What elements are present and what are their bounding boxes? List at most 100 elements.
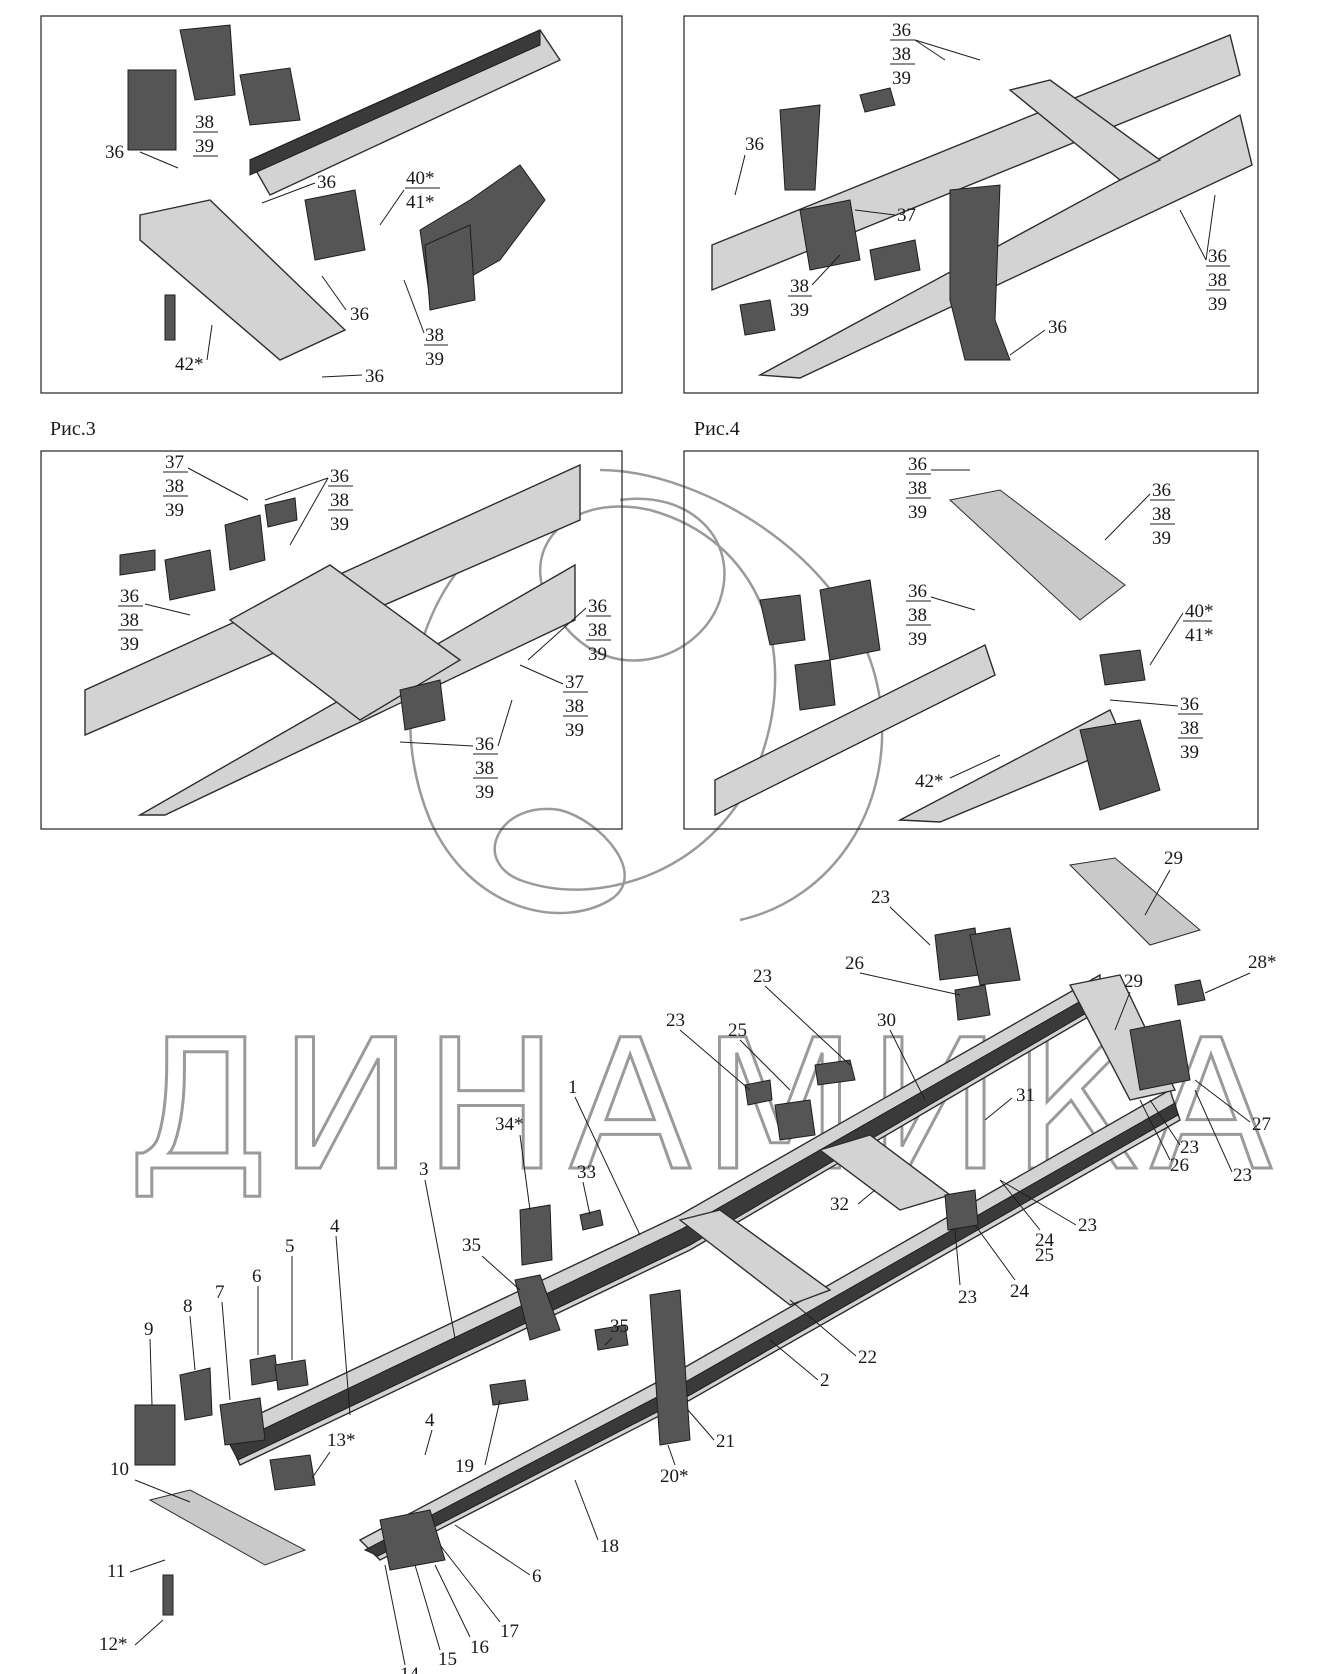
callout: 38 <box>120 610 139 631</box>
callout: 36 <box>120 586 139 607</box>
cross-member <box>228 564 462 721</box>
callout: 42* <box>915 771 944 792</box>
callout: 25 <box>1035 1245 1054 1266</box>
callout: 25 <box>728 1020 747 1041</box>
callout: 38 <box>425 325 444 346</box>
frame-rail <box>757 113 1253 379</box>
callout: 38 <box>892 44 911 65</box>
rear-bracket <box>969 927 1021 986</box>
pad <box>859 87 896 113</box>
callout: 29 <box>1124 971 1143 992</box>
callout: 29 <box>1164 848 1183 869</box>
callout: 36 <box>1180 694 1199 715</box>
end-bracket <box>424 224 476 311</box>
callout: 7 <box>215 1282 225 1303</box>
callout: 36 <box>588 596 607 617</box>
callout: 36 <box>475 734 494 755</box>
callout: 38 <box>908 605 927 626</box>
callout: 15 <box>438 1649 457 1670</box>
callout: 33 <box>577 1162 596 1183</box>
rear-bracket <box>944 1189 979 1231</box>
callout: 4 <box>425 1410 435 1431</box>
panel-top-left: 36 38 39 36 40* 41* 36 36 42* 38 39 <box>40 15 623 394</box>
panel-top-right: 36 38 39 36 37 36 38 39 38 39 36 <box>683 15 1259 394</box>
callout: 20* <box>660 1466 689 1487</box>
bracket <box>304 189 366 261</box>
callout: 16 <box>470 1637 489 1658</box>
callout: 19 <box>455 1456 474 1477</box>
callout: 28* <box>1248 952 1277 973</box>
panel-border <box>40 450 623 830</box>
panel-border <box>683 450 1259 830</box>
rear-bracket <box>814 1059 856 1086</box>
callout: 39 <box>908 502 927 523</box>
main-callouts: 1 2 3 4 4 5 6 6 7 8 9 10 11 12* <box>99 848 1277 1674</box>
callout: 39 <box>1152 528 1171 549</box>
panel-fig3: 37 38 39 36 38 39 36 38 39 36 38 39 37 3… <box>40 450 623 830</box>
callout: 23 <box>1078 1215 1097 1236</box>
callout: 5 <box>285 1236 295 1257</box>
callout: 36 <box>908 581 927 602</box>
callout: 39 <box>195 136 214 157</box>
callout: 23 <box>1233 1165 1252 1186</box>
callout: 14 <box>400 1664 420 1674</box>
callout: 23 <box>666 1010 685 1031</box>
callout: 9 <box>144 1319 154 1340</box>
callout: 39 <box>1208 294 1227 315</box>
rear-bracket <box>1174 979 1206 1006</box>
callout: 21 <box>716 1431 735 1452</box>
callout: 41* <box>1185 625 1214 646</box>
callout: 34* <box>495 1114 524 1135</box>
callout: 38 <box>908 478 927 499</box>
rear-bracket <box>774 1099 816 1141</box>
bracket <box>794 659 836 711</box>
callout: 39 <box>120 634 139 655</box>
bracket <box>594 1324 629 1351</box>
callout: 35 <box>610 1316 629 1337</box>
bracket <box>519 1204 553 1266</box>
spacer-plate <box>948 489 1126 621</box>
bracket <box>269 1454 316 1491</box>
front-mount <box>219 1397 266 1446</box>
callout: 23 <box>1180 1137 1199 1158</box>
callout: 36 <box>330 466 349 487</box>
callout: 23 <box>871 887 890 908</box>
hanger-bracket <box>949 184 1011 361</box>
callout: 39 <box>790 300 809 321</box>
callout: 37 <box>565 672 584 693</box>
callout: 40* <box>1185 601 1214 622</box>
callout: 10 <box>110 1459 129 1480</box>
callout: 39 <box>892 68 911 89</box>
bracket <box>1099 649 1146 686</box>
bracket <box>739 299 776 336</box>
panel-fig4: 36 38 39 36 38 39 36 38 39 40* 41* 36 38… <box>683 450 1259 830</box>
bracket <box>799 199 861 271</box>
callout: 26 <box>845 953 864 974</box>
frame-rail-side <box>249 29 541 176</box>
callout: 38 <box>588 620 607 641</box>
callout: 6 <box>532 1566 542 1587</box>
callout: 36 <box>1048 317 1067 338</box>
callout: 36 <box>105 142 124 163</box>
callout: 13* <box>327 1430 356 1451</box>
callout: 39 <box>588 644 607 665</box>
rear-bracket <box>744 1079 773 1106</box>
panel-border <box>683 15 1259 394</box>
callout: 40* <box>406 168 435 189</box>
callout: 38 <box>195 112 214 133</box>
figure-caption-3: Рис.3 <box>50 418 96 440</box>
callout: 36 <box>317 172 336 193</box>
callout: 38 <box>330 490 349 511</box>
bracket <box>127 69 177 151</box>
spring-bracket <box>514 1274 561 1341</box>
front-mount <box>274 1359 309 1391</box>
callout: 38 <box>1152 504 1171 525</box>
callout: 3 <box>419 1159 429 1180</box>
callout: 6 <box>252 1266 262 1287</box>
callout: 39 <box>475 782 494 803</box>
bracket <box>869 239 921 281</box>
callout: 23 <box>958 1287 977 1308</box>
callout: 17 <box>500 1621 519 1642</box>
tow-pin <box>162 1574 174 1616</box>
